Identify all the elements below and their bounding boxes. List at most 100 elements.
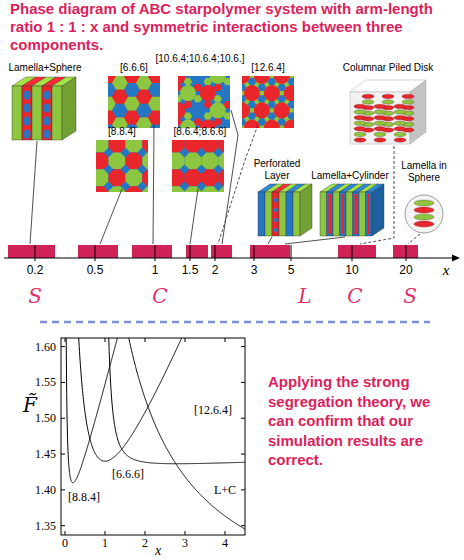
tile [96, 169, 108, 186]
axis-value: 0.5 [87, 263, 104, 277]
hole [274, 228, 278, 232]
tiling-pattern [242, 76, 294, 128]
front-face [333, 192, 340, 236]
disk [394, 132, 406, 136]
leader-line [268, 237, 272, 244]
axis-tick [35, 245, 36, 261]
phase-picture: Lamella+Cylinder [311, 170, 389, 182]
axis-value: 0.2 [27, 263, 44, 277]
leader-lines [30, 110, 420, 244]
axis-tick [352, 245, 353, 261]
tile [142, 186, 148, 192]
tile [254, 103, 270, 119]
phase-bar [78, 245, 118, 258]
disk [374, 132, 386, 136]
sphere [24, 104, 31, 113]
phase-label: Lamella in Sphere [400, 160, 448, 184]
disk [394, 138, 406, 142]
tile [223, 113, 230, 120]
front-face [286, 192, 293, 236]
sphere [44, 91, 51, 100]
tile [274, 76, 290, 84]
x-tick [225, 338, 226, 342]
sphere [44, 130, 51, 139]
phase-picture: Lamella+Sphere [8, 62, 81, 74]
front-face [42, 86, 52, 140]
tile [96, 140, 108, 152]
front-face [272, 192, 279, 236]
disk [382, 94, 394, 98]
tiling-pattern [172, 140, 224, 192]
disk [374, 121, 386, 125]
front-face [320, 192, 327, 236]
tile [200, 85, 216, 101]
tile [172, 186, 184, 192]
cylinder [368, 194, 371, 234]
disk [394, 104, 406, 108]
energy-chart [61, 280, 245, 535]
front-face [52, 86, 62, 140]
tile [108, 169, 125, 186]
front-face [359, 192, 366, 236]
disk [362, 100, 374, 104]
tick-label: 0 [62, 537, 68, 549]
curve-label: L+C [214, 484, 236, 496]
tile [125, 152, 142, 169]
y-tick [241, 382, 245, 383]
disk [354, 115, 366, 119]
sphere-outline [405, 195, 443, 233]
y-tick [241, 489, 245, 490]
disk [414, 200, 434, 206]
tile [201, 186, 218, 192]
tile [223, 78, 230, 85]
energy-curve [107, 338, 245, 464]
sphere [44, 117, 51, 126]
tile [230, 76, 231, 84]
phase-picture: Columnar Piled Disk [343, 62, 434, 74]
tick-label: 2 [142, 537, 148, 549]
axis-tick [291, 245, 292, 261]
y-tick [241, 454, 245, 455]
axis-tick [95, 245, 96, 261]
tile [184, 152, 201, 169]
tick-label: 1 [102, 537, 108, 549]
tile [142, 169, 148, 186]
leader-line [360, 146, 394, 244]
tile [172, 169, 184, 186]
disk [374, 110, 386, 114]
axis-value: 10 [345, 263, 358, 277]
leader-line [190, 189, 198, 244]
x-tick [65, 338, 66, 342]
x-tick [225, 531, 226, 535]
front-face [293, 192, 300, 236]
tile [294, 103, 295, 119]
phase-picture: [10.6.4;10.6.4;10.6.] [156, 53, 245, 65]
disk [354, 138, 366, 142]
phase-axis [4, 245, 460, 262]
tick-label: 1.40 [35, 484, 56, 496]
axis-line [4, 257, 454, 258]
tile [184, 140, 201, 152]
front-face [258, 192, 265, 236]
phase-bar [250, 245, 290, 258]
phase-picture: Perforated Layer [248, 158, 306, 182]
sphere [24, 117, 31, 126]
axis-tick [254, 245, 255, 261]
axis-name: F̃ [23, 393, 37, 417]
leader-line [285, 237, 345, 244]
y-tick [241, 525, 245, 526]
axis-value: 5 [288, 263, 295, 277]
tick-label: 1.50 [35, 412, 56, 424]
tile [108, 186, 125, 192]
side-face [372, 184, 384, 236]
phase-letter: L [298, 284, 311, 308]
phase-label: Lamella+Sphere [8, 62, 81, 74]
tile [148, 97, 160, 111]
tile [218, 186, 224, 192]
tiling-pattern [178, 76, 230, 128]
lamella-sphere-block [12, 77, 76, 140]
front-face [327, 192, 334, 236]
disk [382, 100, 394, 104]
phase-letter: C [347, 284, 362, 308]
x-tick [185, 531, 186, 535]
